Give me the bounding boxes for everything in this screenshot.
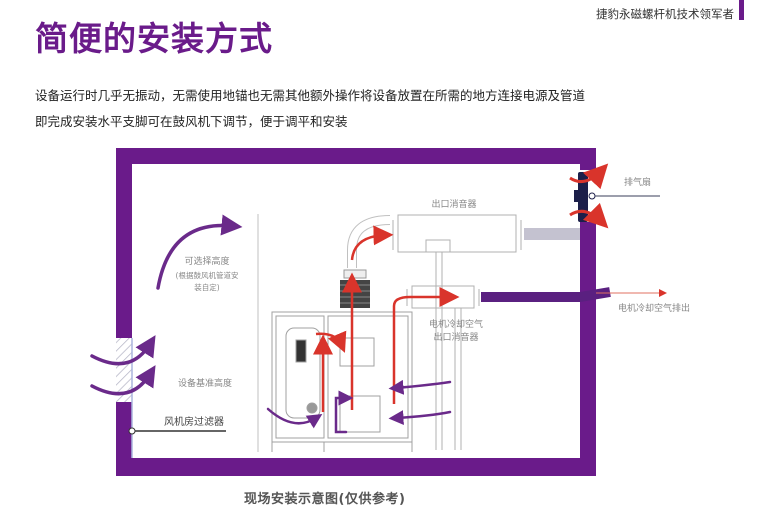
label-exhaust-fan: 排气扇 <box>624 176 651 188</box>
description-line-1: 设备运行时几乎无振动，无需使用地锚也无需其他额外操作将设备放置在所需的地方连接电… <box>35 88 586 103</box>
page-title: 简便的安装方式 <box>35 19 273 58</box>
hot-air-flow <box>313 225 460 412</box>
filter-pointer-dot <box>128 427 136 435</box>
motor-cooling-silencer <box>406 285 480 450</box>
diagram-caption: 现场安装示意图(仅供参考) <box>244 492 406 507</box>
intake-filter-stack <box>340 269 370 308</box>
label-motor-cooling-exhaust: 电机冷却空气排出 <box>618 302 690 314</box>
label-selectable-height-note-2: 装自定) <box>194 282 219 292</box>
label-outlet-silencer: 出口消音器 <box>431 198 476 210</box>
description-line-2: 即完成安装水平支脚可在鼓风机下调节，便于调平和安装 <box>35 114 348 129</box>
room-filter <box>116 338 133 458</box>
label-motor-cooling-silencer-1: 电机冷却空气 <box>429 318 483 330</box>
room-walls <box>116 148 596 476</box>
brand-tagline: 捷豹永磁螺杆机技术领军者 <box>596 7 734 21</box>
cool-air-flow <box>90 214 452 434</box>
label-equipment-base-height: 设备基准高度 <box>178 377 232 389</box>
outlet-silencer <box>392 214 522 450</box>
label-selectable-height-note-1: (根据鼓风机管道安 <box>176 270 239 280</box>
label-selectable-height: 可选择高度 <box>184 255 229 267</box>
label-room-filter: 风机房过滤器 <box>164 415 224 428</box>
exhaust-duct <box>524 228 580 240</box>
cooling-duct <box>481 287 611 302</box>
tagline-accent-bar <box>739 0 744 20</box>
label-motor-cooling-silencer-2: 出口消音器 <box>433 331 478 343</box>
exhaust-fan <box>569 163 660 229</box>
